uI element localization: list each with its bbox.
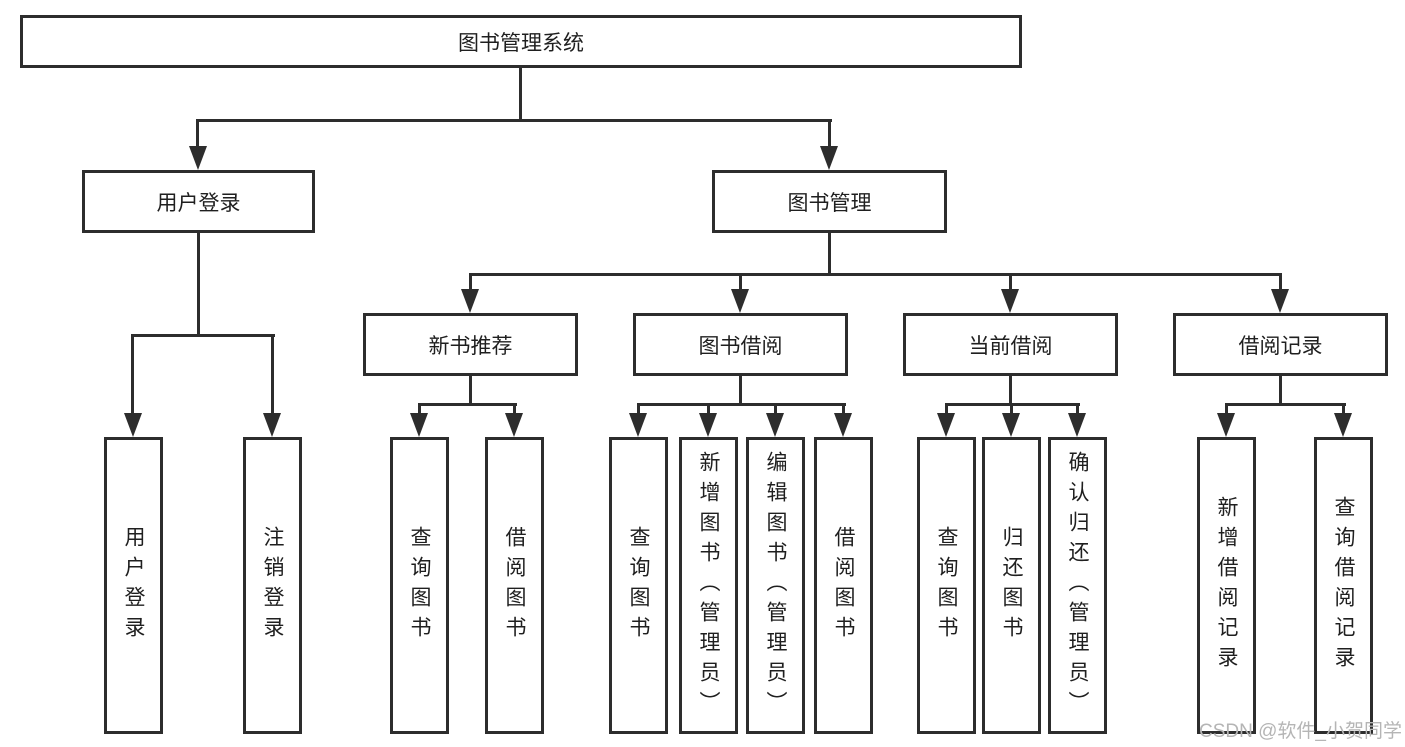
leaf-return-books: 归还图书 [982,437,1041,734]
connector-line [519,68,522,120]
connector-line [469,376,472,406]
connector-line [842,403,845,415]
leaf-query-books-borrowing: 查询图书 [609,437,668,734]
connector-line [1279,376,1282,406]
node-label: 借阅记录 [1238,334,1323,358]
node-label: 编辑图书（管理员） [764,450,787,721]
connector-line [828,233,831,276]
node-library-management-system: 图书管理系统 [20,15,1022,68]
arrowhead-down [820,146,838,170]
node-label: 注销登录 [261,525,284,646]
arrowhead-down [731,289,749,313]
node-label: 确认归还（管理员） [1066,450,1089,721]
node-borrowing-records: 借阅记录 [1173,313,1388,376]
connector-line [1010,403,1013,415]
connector-line [774,403,777,415]
connector-line [1225,403,1228,415]
connector-line [1009,273,1012,291]
connector-line [271,334,274,415]
leaf-add-book-admin: 新增图书（管理员） [679,437,738,734]
arrowhead-down [1001,289,1019,313]
node-label: 图书借阅 [698,334,783,358]
arrowhead-down [834,413,852,437]
connector-line [1009,376,1012,406]
connector-line [418,403,421,415]
arrowhead-down [766,413,784,437]
connector-line [945,403,948,415]
node-label: 借阅图书 [503,525,526,646]
node-current-borrowing: 当前借阅 [903,313,1118,376]
node-label: 图书管理系统 [458,31,584,55]
node-label: 归还图书 [1000,525,1023,646]
connector-line [513,403,516,415]
node-label: 借阅图书 [832,525,855,646]
arrowhead-down [505,413,523,437]
connector-line [196,119,199,149]
connector-line [196,119,832,122]
node-label: 查询图书 [408,525,431,646]
connector-line [707,403,710,415]
node-book-management: 图书管理 [712,170,947,233]
leaf-query-books-recommend: 查询图书 [390,437,449,734]
connector-line [418,403,517,406]
node-label: 用户登录 [122,525,145,646]
connector-line [469,273,1282,276]
leaf-user-login: 用户登录 [104,437,163,734]
node-new-book-recommendation: 新书推荐 [363,313,578,376]
arrowhead-down [1217,413,1235,437]
node-book-borrowing: 图书借阅 [633,313,848,376]
connector-line [739,376,742,406]
connector-line [1279,273,1282,291]
arrowhead-down [1334,413,1352,437]
arrowhead-down [461,289,479,313]
leaf-logout: 注销登录 [243,437,302,734]
node-label: 新增借阅记录 [1215,495,1238,676]
connector-line [469,273,472,291]
leaf-borrow-books-borrowing: 借阅图书 [814,437,873,734]
leaf-edit-book-admin: 编辑图书（管理员） [746,437,805,734]
node-label: 查询借阅记录 [1332,495,1355,676]
arrowhead-down [629,413,647,437]
node-label: 图书管理 [787,191,872,215]
arrowhead-down [124,413,142,437]
arrowhead-down [1002,413,1020,437]
node-label: 新增图书（管理员） [697,450,720,721]
arrowhead-down [937,413,955,437]
arrowhead-down [699,413,717,437]
leaf-query-borrow-record: 查询借阅记录 [1314,437,1373,734]
arrowhead-down [263,413,281,437]
node-label: 新书推荐 [428,334,513,358]
connector-line [637,403,846,406]
connector-line [131,334,134,415]
node-label: 用户登录 [156,191,241,215]
connector-line [637,403,640,415]
connector-line [739,273,742,291]
connector-line [197,233,200,337]
node-label: 当前借阅 [968,334,1053,358]
node-label: 查询图书 [627,525,650,646]
leaf-confirm-return-admin: 确认归还（管理员） [1048,437,1107,734]
leaf-borrow-books-recommend: 借阅图书 [485,437,544,734]
leaf-query-books-current: 查询图书 [917,437,976,734]
leaf-add-borrow-record: 新增借阅记录 [1197,437,1256,734]
arrowhead-down [1068,413,1086,437]
connector-line [1342,403,1345,415]
watermark: CSDN @软件_小贺同学 [1199,721,1402,742]
connector-line [1076,403,1079,415]
arrowhead-down [189,146,207,170]
connector-line [828,119,831,149]
arrowhead-down [1271,289,1289,313]
node-user-login: 用户登录 [82,170,315,233]
connector-line [1225,403,1346,406]
node-label: 查询图书 [935,525,958,646]
connector-line [131,334,275,337]
arrowhead-down [410,413,428,437]
